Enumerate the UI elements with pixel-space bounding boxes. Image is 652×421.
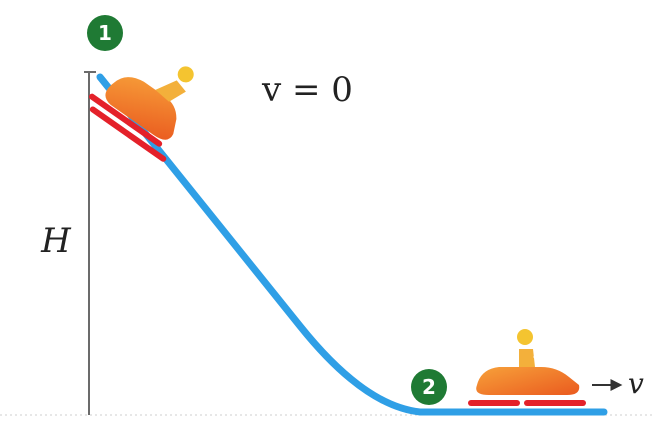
end-sled [468,329,586,406]
snowmobile-icon [468,329,586,406]
start-velocity-label: v = 0 [261,70,353,110]
height-label: H [40,221,72,261]
end-marker-label: 2 [422,375,436,399]
end-marker: 2 [411,369,447,405]
start-sled [88,66,203,162]
snowmobile-icon [88,66,203,162]
end-velocity-label: v [628,367,644,400]
slope-path [96,73,608,416]
start-marker-label: 1 [98,21,112,45]
start-marker: 1 [87,15,123,51]
